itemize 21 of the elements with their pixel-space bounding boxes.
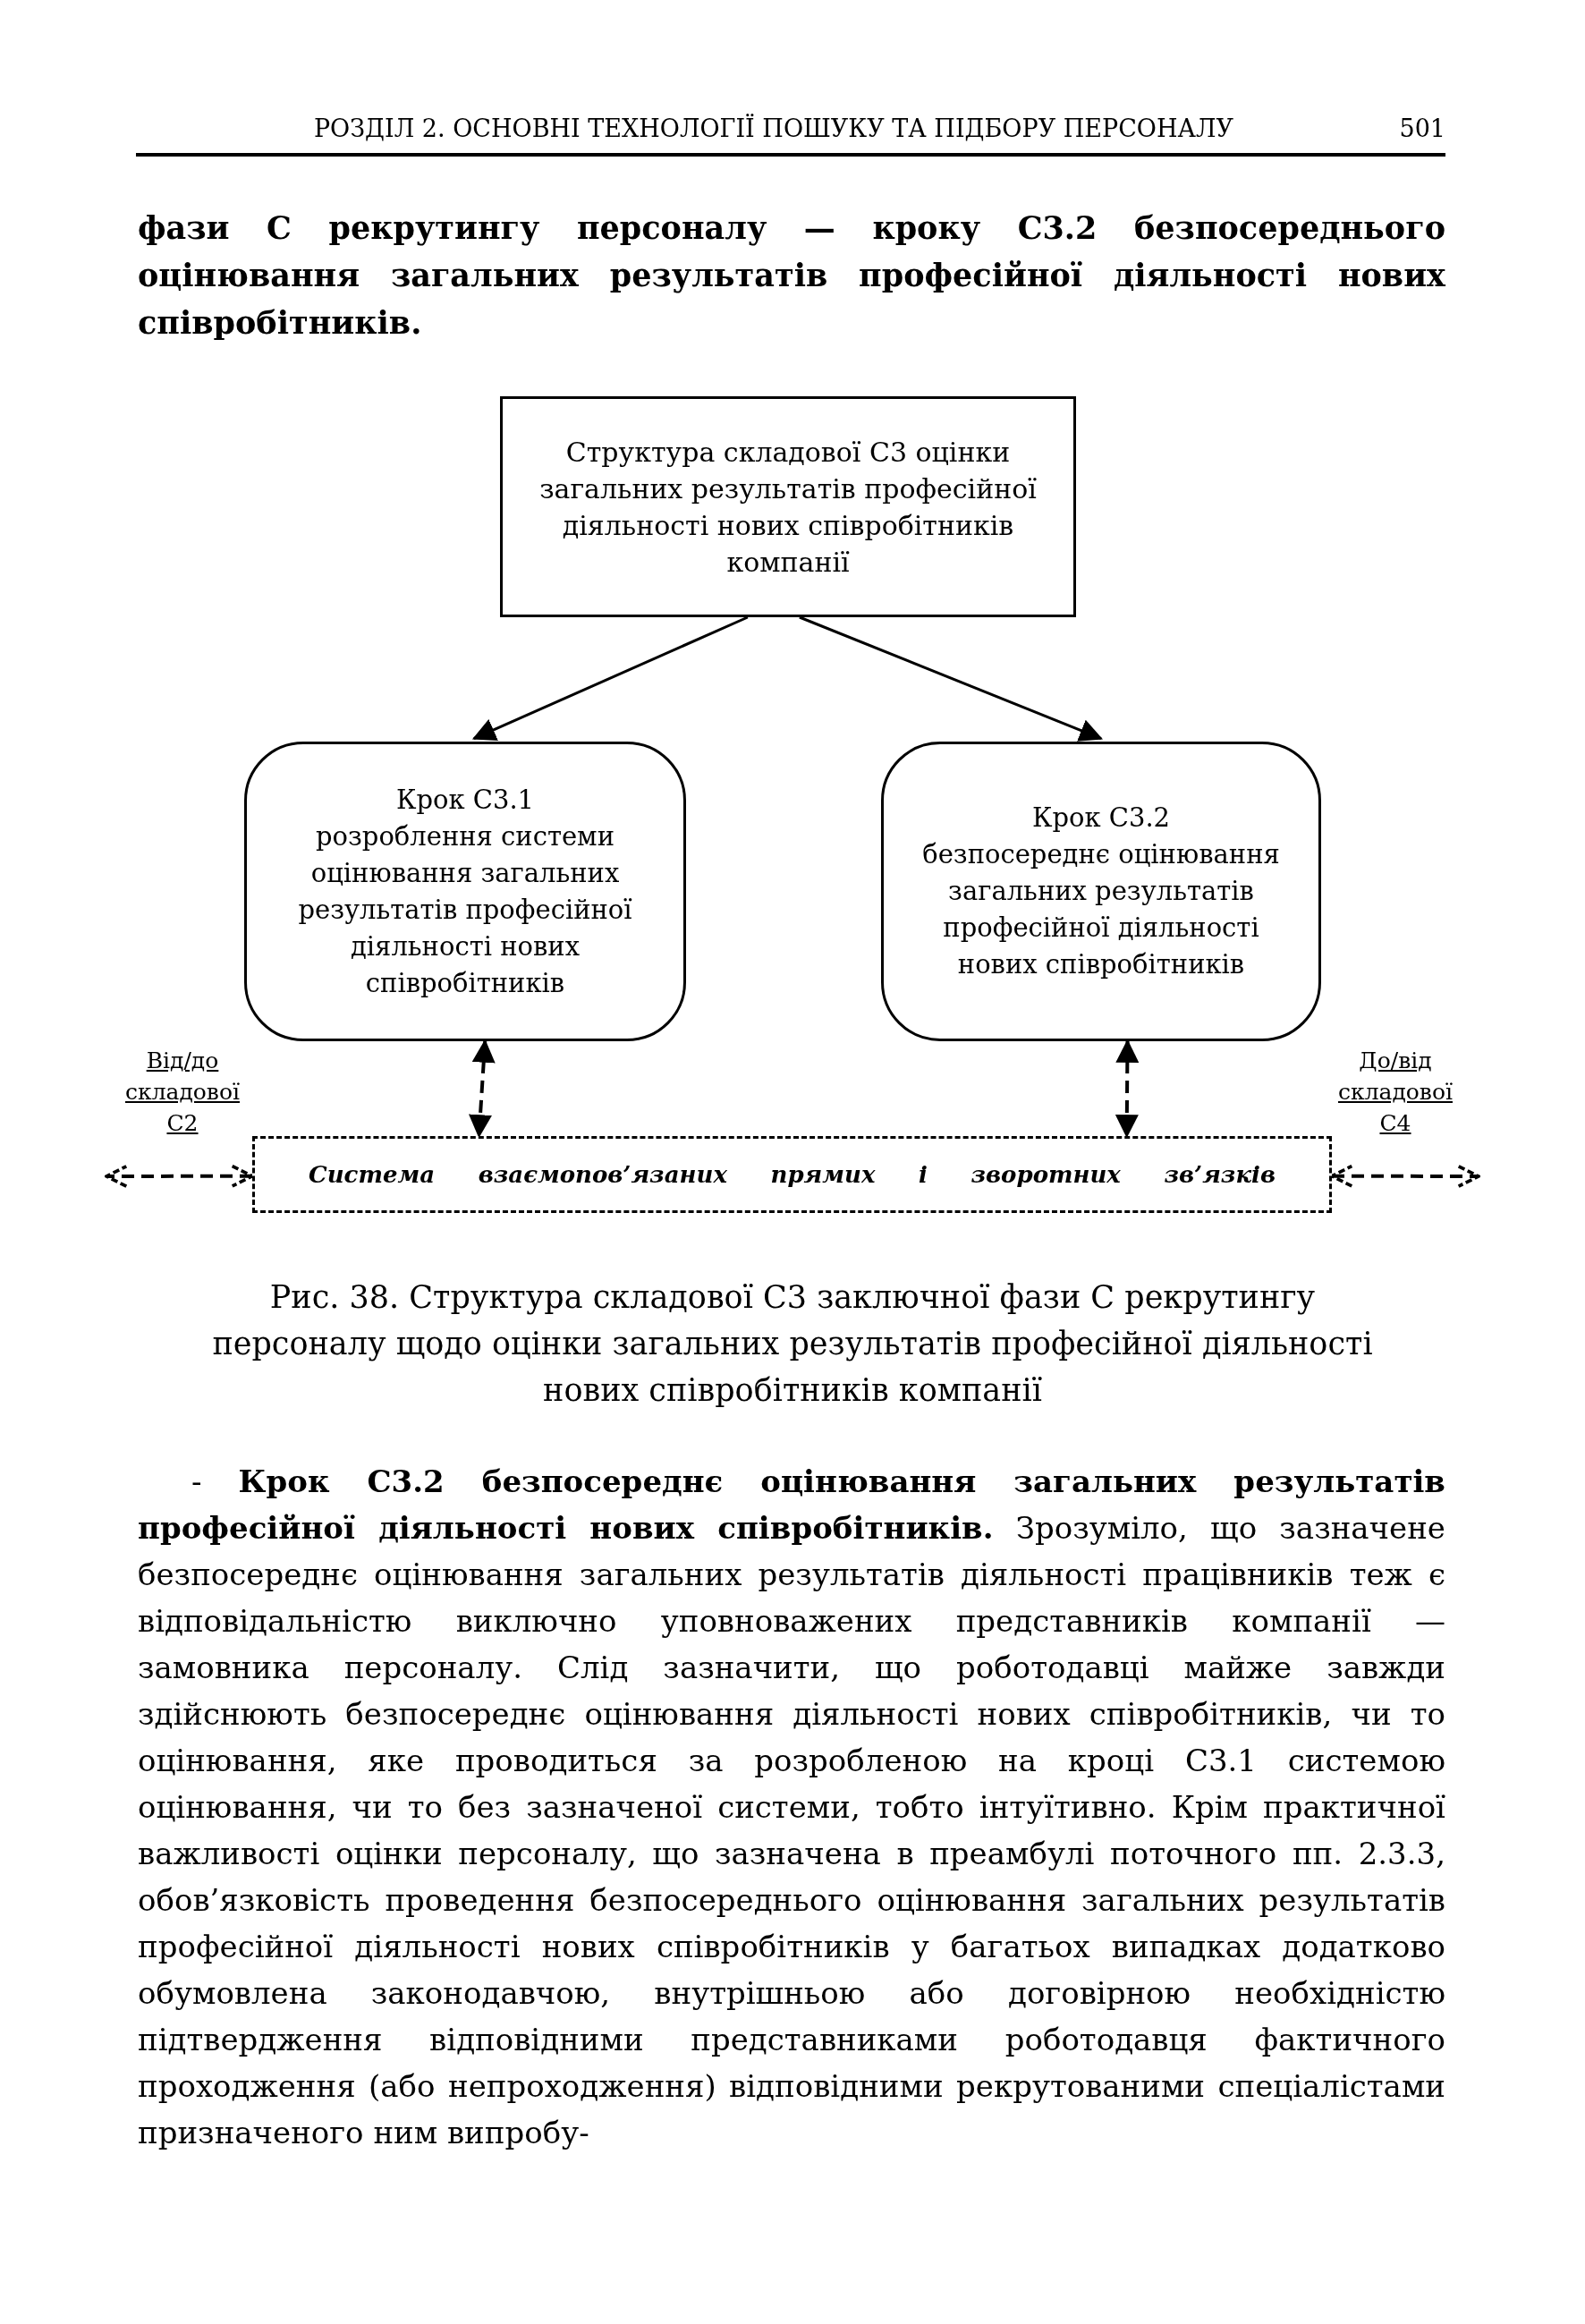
- double-arrow: [1330, 1164, 1480, 1188]
- running-header: РОЗДІЛ 2. ОСНОВНІ ТЕХНОЛОГІЇ ПОШУКУ ТА ПІДБОРУ ПЕРСОНАЛУ: [312, 113, 1235, 144]
- process-box: [500, 396, 1076, 617]
- page-number: 501: [1398, 114, 1445, 144]
- dashed-box: [252, 1136, 1332, 1213]
- arrow: [799, 615, 1103, 742]
- box-heading: Крок С3.1: [395, 783, 535, 817]
- box-text: безпосереднє оцінювання загальних результатів професійної діяльності нових співробітників: [921, 838, 1281, 981]
- double-arrow: [105, 1164, 254, 1188]
- box-text: Структура складової С3 оцінки загальних результатів професійної діяльності нових співробітників компанії: [538, 435, 1038, 580]
- figure-caption: Рис. 38. Структура складової С3 заключної фази С рекрутингу персоналу щодо оцінки загальних результатів професійної діяльності нових співробітників компанії: [211, 1278, 1374, 1410]
- step-box: [881, 742, 1321, 1041]
- side-note: Від/до складової С2: [124, 1047, 241, 1138]
- side-note: До/від складової С4: [1337, 1047, 1454, 1138]
- arrow: [471, 615, 749, 741]
- body-paragraph: фази С рекрутингу персоналу — кроку С3.2 безпосереднього оцінювання загальних результатів професійної діяльності нових співробітників.: [138, 208, 1445, 343]
- body-paragraph: - Крок С3.2 безпосереднє оцінювання загальних результатів професійної діяльності нових співробітників. Зрозуміло, що зазначене безпосереднє оцінювання загальних результатів діяльності працівників теж є відповідальністю виключно уповноважених представників компанії — замовника персоналу. Слід зазначити, що роботодавці майже завжди здійснюють безпосереднє оцінювання діяльності нових співробітників, чи то оцінювання, яке проводиться за розробленою на кроці С3.1 системою оцінювання, чи то без зазначеної системи, тобто інтуїтивно. Крім практичної важливості оцінки персоналу, що зазначена в преамбулі поточного пп. 2.3.3, обов’язковість проведення безпосереднього оцінювання загальних результатів професійної діяльності нових співробітників у багатьох випадках додатково обумовлена законодавчою, внутрішньою або договірною необхідністю підтвердження відповідними представниками роботодавця фактичного проходження (або непроходження) відповідними рекрутованими спеціалістами призначеного ним випробу-: [138, 1463, 1445, 2152]
- box-text: Система взаємопов’язаних прямих і зворотних зв’язків: [309, 1159, 1276, 1190]
- box-text: розроблення системи оцінювання загальних результатів професійної діяльності нових співробітників: [297, 819, 633, 1000]
- box-heading: Крок С3.2: [1031, 802, 1171, 835]
- step-box: [244, 742, 686, 1041]
